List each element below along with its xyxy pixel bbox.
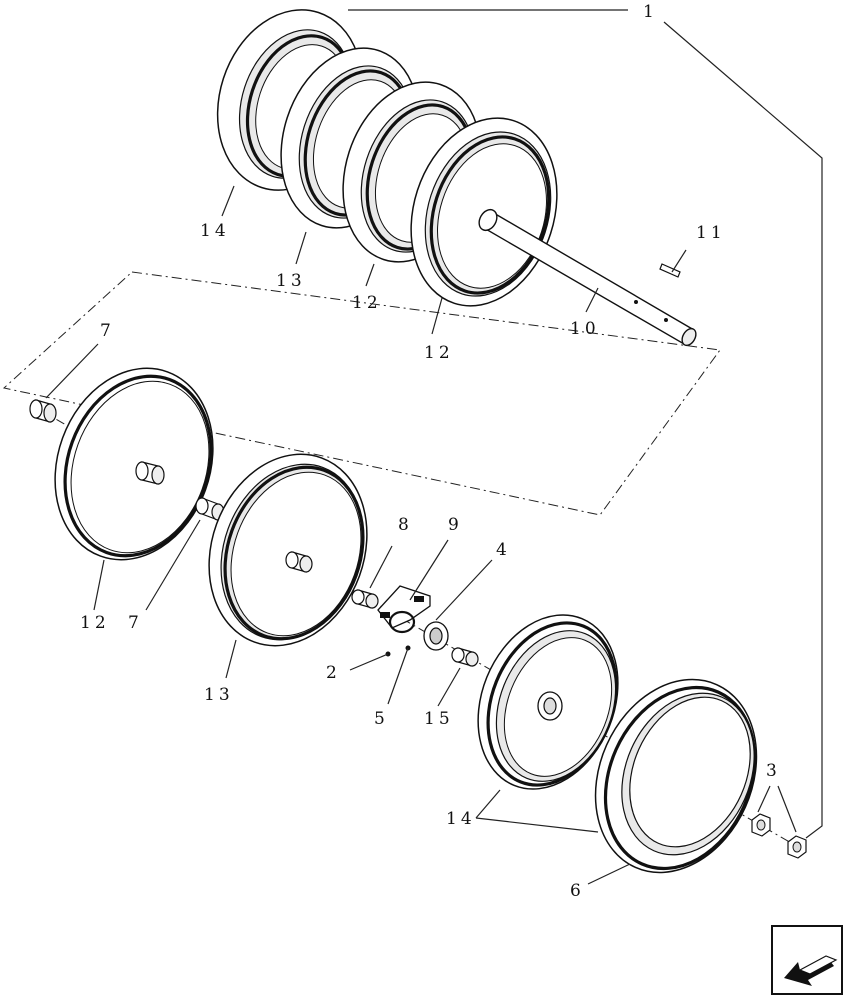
group-boundary — [2, 271, 721, 516]
callout-labels: 1 14 13 12 12 10 11 7 12 7 13 8 9 4 2 5 … — [80, 2, 781, 901]
bushing-8 — [351, 589, 379, 609]
lower-assembly — [29, 367, 807, 874]
callout-14-upper: 14 — [200, 221, 230, 241]
callout-6: 6 — [570, 881, 585, 901]
spacer-15 — [451, 647, 479, 667]
callout-12-upper-a: 12 — [352, 293, 382, 313]
spacer-7-left — [29, 399, 57, 423]
wheel-12-lower — [54, 367, 214, 561]
nut-3-b — [787, 835, 807, 859]
callout-13-lower: 13 — [204, 685, 234, 705]
bearing-4 — [423, 621, 449, 651]
previous-page-arrow-icon[interactable] — [771, 925, 843, 995]
upper-assembly — [216, 9, 697, 347]
callout-11: 11 — [696, 223, 726, 243]
nut-3-a — [751, 813, 771, 837]
callout-15: 15 — [424, 709, 454, 729]
callout-7-left: 7 — [100, 321, 115, 341]
shaft-10 — [478, 208, 697, 347]
callout-5: 5 — [374, 709, 389, 729]
callout-9: 9 — [448, 515, 463, 535]
callout-7-right: 7 — [128, 613, 143, 633]
callout-4: 4 — [496, 540, 511, 560]
callout-12-upper-b: 12 — [424, 343, 454, 363]
wheel-14-lower — [477, 614, 619, 790]
tire-6 — [594, 678, 758, 874]
hub-spacer — [135, 461, 165, 485]
leader-lines — [45, 9, 823, 885]
callout-2: 2 — [326, 663, 341, 683]
callout-8: 8 — [398, 515, 413, 535]
callout-10: 10 — [570, 319, 600, 339]
callout-1: 1 — [643, 2, 658, 22]
callout-13-upper: 13 — [276, 271, 306, 291]
callout-14-lower: 14 — [446, 809, 476, 829]
callout-3: 3 — [766, 761, 781, 781]
hub-13 — [285, 551, 313, 573]
wheel-13-lower — [208, 453, 368, 647]
callout-12-lower: 12 — [80, 613, 110, 633]
pin-11 — [659, 263, 681, 278]
bracket-9 — [377, 585, 431, 634]
